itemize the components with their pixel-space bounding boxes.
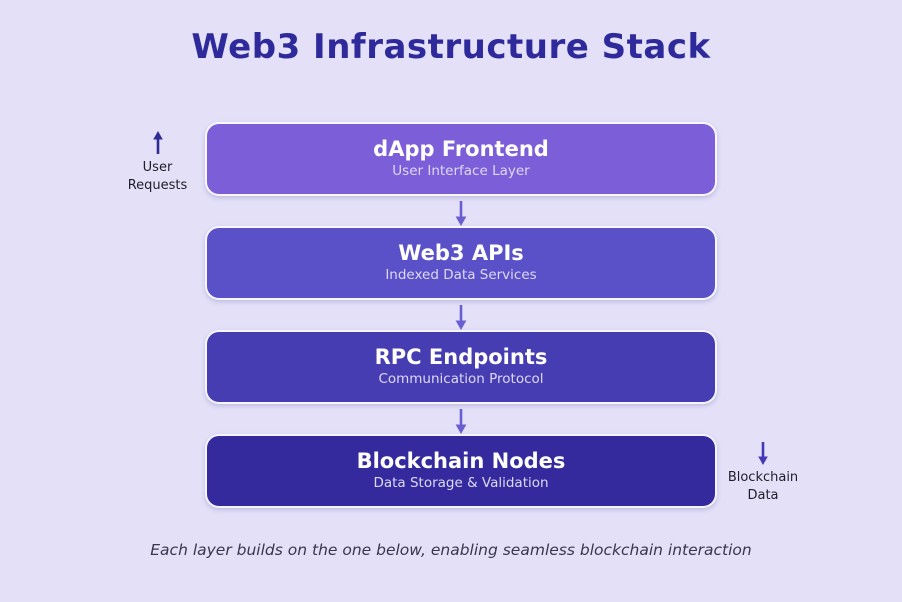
arrow-head [455, 320, 467, 330]
arrow-head [758, 456, 768, 465]
annotation-line: Requests [127, 177, 188, 193]
layer-subtitle: Communication Protocol [378, 371, 544, 388]
layer-box-web3-apis: Web3 APIs Indexed Data Services [205, 226, 717, 300]
layer-box-blockchain-nodes: Blockchain Nodes Data Storage & Validati… [205, 434, 717, 508]
annotation-line: Data [747, 487, 779, 503]
annotation-line: Blockchain [727, 470, 799, 485]
arrow-head [152, 131, 163, 140]
layer-title: RPC Endpoints [374, 345, 548, 370]
down-arrow-icon [758, 442, 768, 465]
layer-box-dapp-frontend: dApp Frontend User Interface Layer [205, 122, 717, 196]
arrow-head [455, 216, 467, 226]
layer-box-rpc-endpoints: RPC Endpoints Communication Protocol [205, 330, 717, 404]
footer-caption: Each layer builds on the one below, enab… [150, 541, 752, 559]
layer-subtitle: Indexed Data Services [385, 267, 537, 284]
blockchain-data-annotation: Blockchain Data [715, 441, 811, 504]
layer-subtitle: User Interface Layer [392, 163, 530, 180]
page-title: Web3 Infrastructure Stack [191, 27, 711, 67]
layer-subtitle: Data Storage & Validation [373, 475, 549, 492]
layer-title: Web3 APIs [398, 241, 524, 266]
up-arrow-icon [152, 131, 163, 154]
flow-down-arrow-icon [455, 201, 467, 226]
annotation-line: User [142, 160, 173, 175]
layer-title: dApp Frontend [373, 137, 549, 162]
user-requests-annotation: User Requests [110, 131, 205, 194]
arrow-head [455, 424, 467, 434]
flow-down-arrow-icon [455, 409, 467, 434]
flow-down-arrow-icon [455, 305, 467, 330]
layer-title: Blockchain Nodes [356, 449, 566, 474]
